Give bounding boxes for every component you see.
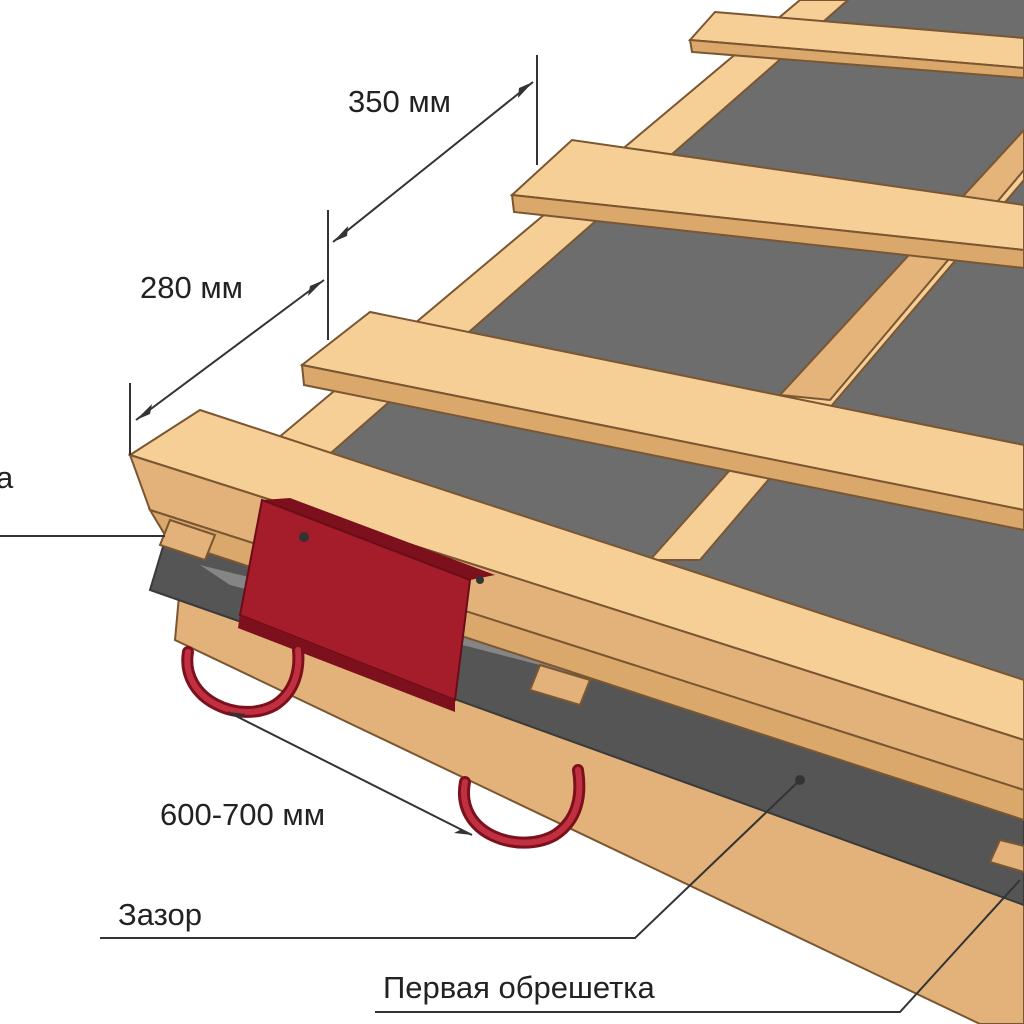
drip-edge-plate: [238, 498, 495, 712]
rafter-ends: [158, 518, 1024, 874]
label-gap: Зазор: [118, 897, 202, 932]
dimension-lines: [0, 55, 1021, 1013]
gutter-hook-icon: [181, 644, 305, 718]
label-280mm: 280 мм: [140, 270, 243, 305]
label-first-batten: Первая обрешетка: [383, 970, 656, 1005]
gutter-hook-icon: [457, 764, 586, 849]
arrow-heads: [136, 82, 805, 835]
label-600-700mm: 600-700 мм: [160, 797, 325, 832]
label-cut-off: а: [0, 460, 14, 495]
label-350mm: 350 мм: [348, 84, 451, 119]
